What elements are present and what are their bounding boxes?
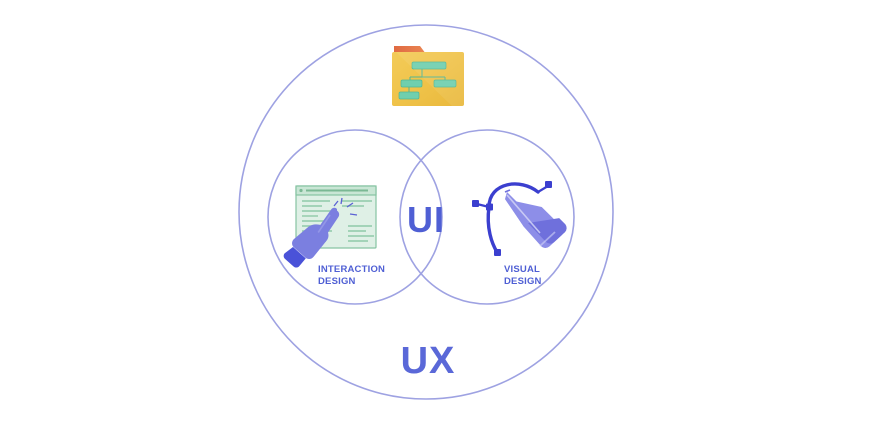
outer-circle-ux[interactable] [238, 24, 614, 400]
label-interaction-design-line2: DESIGN [318, 276, 356, 287]
bezier-anchor-bottom [494, 249, 501, 256]
pointing-hand [283, 207, 340, 268]
sitemap-node-a [400, 79, 423, 88]
hand-palm [292, 224, 329, 259]
label-interaction-design-line1: INTERACTION [318, 264, 385, 275]
ui-window-dot [299, 188, 303, 193]
hand-pointer-window-icon [283, 185, 377, 268]
right-circle-visual-design[interactable] [399, 129, 575, 305]
folder-shade [394, 52, 464, 106]
bezier-curve-2 [486, 205, 499, 254]
sitemap-node-b [433, 79, 457, 88]
bezier-anchor-right [545, 181, 552, 188]
bezier-anchor-left [472, 200, 479, 207]
folder-sitemap-icon [392, 46, 464, 106]
label-visual-design-line1: VISUAL [504, 264, 540, 275]
pen-nib-edge [504, 189, 511, 193]
sitemap-node-root [411, 61, 447, 70]
label-visual-design-line2: DESIGN [504, 276, 542, 287]
pen-nib-highlight [506, 194, 541, 234]
bezier-curve [487, 182, 540, 209]
pen-nib-band [539, 231, 556, 247]
pen-bezier-icon [472, 181, 567, 256]
pen-nib-shade [528, 218, 567, 244]
label-ui: UI [407, 199, 445, 240]
hand-cuff [283, 247, 306, 268]
hand-highlight [317, 214, 331, 233]
sitemap-connector-1 [409, 69, 446, 81]
label-ux: UX [401, 340, 456, 382]
sitemap-node-c [398, 91, 420, 100]
bezier-anchor-mid [486, 203, 493, 211]
left-circle-interaction-design[interactable] [267, 129, 443, 305]
click-burst [333, 197, 358, 216]
